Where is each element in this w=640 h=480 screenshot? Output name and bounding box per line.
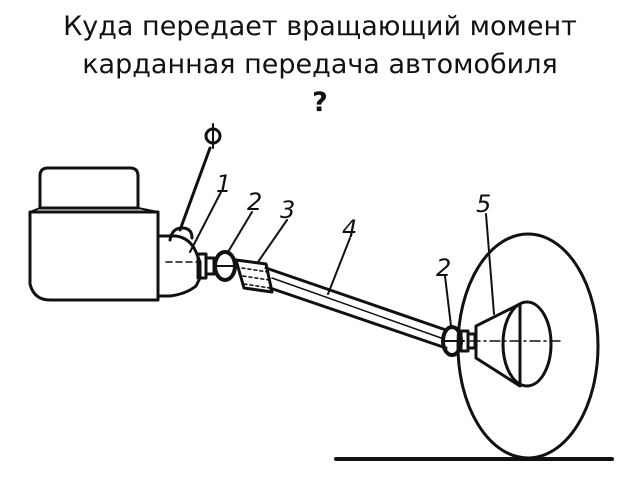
front-universal-joint (196, 250, 237, 282)
question-line-2: карданная передача автомобиля? (0, 46, 640, 122)
question-title: Куда передает вращающий момент карданная… (0, 8, 640, 122)
callout-slip-spline: 3 (280, 196, 295, 224)
callout-front-joint: 2 (247, 188, 262, 216)
rear-wheel (456, 232, 600, 460)
leader-lines (189, 191, 495, 327)
callout-rear-joint: 2 (436, 254, 451, 282)
question-line-2-text: карданная передача автомобиля (82, 49, 558, 80)
callout-rear-axle: 5 (476, 190, 491, 218)
question-mark: ? (312, 87, 328, 118)
rear-axle-housing (469, 300, 563, 388)
question-line-1: Куда передает вращающий момент (63, 11, 577, 42)
slip-spline (234, 258, 274, 294)
callout-shaft: 4 (342, 215, 357, 243)
callout-gearbox: 1 (216, 170, 231, 198)
engine (28, 166, 160, 302)
propeller-shaft (264, 266, 448, 350)
